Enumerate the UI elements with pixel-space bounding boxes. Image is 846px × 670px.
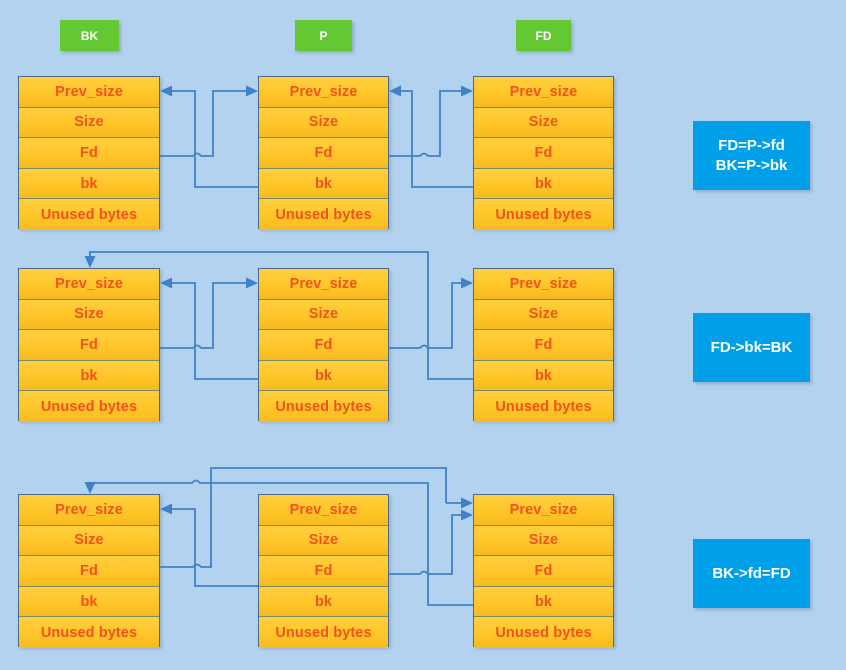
- arrowhead-row2-p-bk-to-bk: [160, 277, 172, 289]
- arrow-row1-bk-fd-to-p: [160, 90, 246, 157]
- field-unused: Unused bytes: [474, 391, 613, 422]
- callout-row3: BK->fd=FD: [693, 539, 810, 608]
- field-size: Size: [259, 525, 388, 557]
- field-fd: Fd: [474, 138, 613, 169]
- field-size: Size: [474, 525, 613, 557]
- field-fd: Fd: [259, 330, 388, 361]
- field-prev-size: Prev_size: [19, 269, 159, 300]
- field-size: Size: [19, 525, 159, 557]
- field-size: Size: [19, 107, 159, 139]
- tag-fd-label: FD: [535, 28, 552, 43]
- callout-row1-line2: BK=P->bk: [715, 156, 788, 174]
- arrow-row1-fd-bk-to-p: [401, 90, 473, 188]
- field-prev-size: Prev_size: [19, 77, 159, 108]
- field-bk: bk: [259, 168, 388, 200]
- chunk-row1-fd: Prev_size Size Fd bk Unused bytes: [473, 76, 614, 230]
- field-size: Size: [259, 107, 388, 139]
- arrowhead-row2-bk-fd-to-p: [246, 277, 258, 289]
- arrowhead-row2-p-fd-to-fd: [461, 277, 473, 289]
- arrow-row2-bk-fd-to-p: [160, 282, 246, 349]
- chunk-row2-p: Prev_size Size Fd bk Unused bytes: [258, 268, 389, 422]
- field-bk: bk: [19, 168, 159, 200]
- field-fd: Fd: [19, 138, 159, 169]
- arrow-row3-p-fd-to-fd: [389, 514, 461, 575]
- field-prev-size: Prev_size: [259, 269, 388, 300]
- field-fd: Fd: [19, 556, 159, 587]
- arrow-row2-p-bk-to-bk: [172, 282, 258, 380]
- field-unused: Unused bytes: [19, 617, 159, 648]
- arrowhead-row1-bk-fd-to-p: [246, 85, 258, 97]
- arrow-row2-p-fd-to-fd: [389, 282, 461, 349]
- callout-row2-line1: FD->bk=BK: [710, 338, 793, 356]
- callout-row1-line1: FD=P->fd: [718, 136, 785, 154]
- tag-bk-label: BK: [80, 28, 99, 43]
- arrowhead-row3-p-bk-to-bk: [160, 503, 172, 515]
- callout-row3-line1: BK->fd=FD: [712, 564, 791, 582]
- field-unused: Unused bytes: [259, 391, 388, 422]
- chunk-row1-p: Prev_size Size Fd bk Unused bytes: [258, 76, 389, 230]
- field-size: Size: [474, 107, 613, 139]
- arrow-row1-p-bk-to-bk: [172, 90, 258, 188]
- arrowhead-row1-p-bk-to-bk: [160, 85, 172, 97]
- callout-row1: FD=P->fd BK=P->bk: [693, 121, 810, 190]
- field-unused: Unused bytes: [19, 391, 159, 422]
- field-unused: Unused bytes: [474, 617, 613, 648]
- chunk-row3-p: Prev_size Size Fd bk Unused bytes: [258, 494, 389, 648]
- arrow-row3-p-bk-to-bk: [172, 508, 258, 587]
- field-prev-size: Prev_size: [19, 495, 159, 526]
- field-bk: bk: [19, 586, 159, 618]
- field-bk: bk: [19, 360, 159, 392]
- field-fd: Fd: [474, 556, 613, 587]
- arrowhead-row3-bk-fd-to-fd-head: [461, 497, 473, 509]
- field-bk: bk: [474, 586, 613, 618]
- field-fd: Fd: [259, 556, 388, 587]
- arrowhead-row3-fd-bk-to-bk: [84, 482, 96, 494]
- field-prev-size: Prev_size: [259, 77, 388, 108]
- field-prev-size: Prev_size: [474, 77, 613, 108]
- arrowhead-row1-p-fd-to-fd: [461, 85, 473, 97]
- field-unused: Unused bytes: [259, 617, 388, 648]
- chunk-row2-fd: Prev_size Size Fd bk Unused bytes: [473, 268, 614, 422]
- tag-p-label: P: [319, 28, 328, 43]
- chunk-row2-bk: Prev_size Size Fd bk Unused bytes: [18, 268, 160, 422]
- field-fd: Fd: [259, 138, 388, 169]
- arrow-row1-p-fd-to-fd: [389, 90, 461, 157]
- field-fd: Fd: [19, 330, 159, 361]
- field-bk: bk: [259, 360, 388, 392]
- tag-bk: BK: [60, 20, 119, 51]
- field-unused: Unused bytes: [474, 199, 613, 230]
- tag-p: P: [295, 20, 352, 51]
- chunk-row3-fd: Prev_size Size Fd bk Unused bytes: [473, 494, 614, 648]
- arrowhead-row3-p-fd-to-fd: [461, 509, 473, 521]
- field-prev-size: Prev_size: [474, 495, 613, 526]
- field-prev-size: Prev_size: [474, 269, 613, 300]
- field-size: Size: [19, 299, 159, 331]
- field-bk: bk: [259, 586, 388, 618]
- arrowhead-row2-fd-bk-to-bk: [84, 256, 96, 268]
- field-unused: Unused bytes: [259, 199, 388, 230]
- chunk-row3-bk: Prev_size Size Fd bk Unused bytes: [18, 494, 160, 648]
- field-bk: bk: [474, 168, 613, 200]
- chunk-row1-bk: Prev_size Size Fd bk Unused bytes: [18, 76, 160, 230]
- field-size: Size: [474, 299, 613, 331]
- tag-fd: FD: [516, 20, 571, 51]
- field-prev-size: Prev_size: [259, 495, 388, 526]
- field-size: Size: [259, 299, 388, 331]
- field-fd: Fd: [474, 330, 613, 361]
- arrowhead-row1-fd-bk-to-p: [389, 85, 401, 97]
- field-bk: bk: [474, 360, 613, 392]
- field-unused: Unused bytes: [19, 199, 159, 230]
- callout-row2: FD->bk=BK: [693, 313, 810, 382]
